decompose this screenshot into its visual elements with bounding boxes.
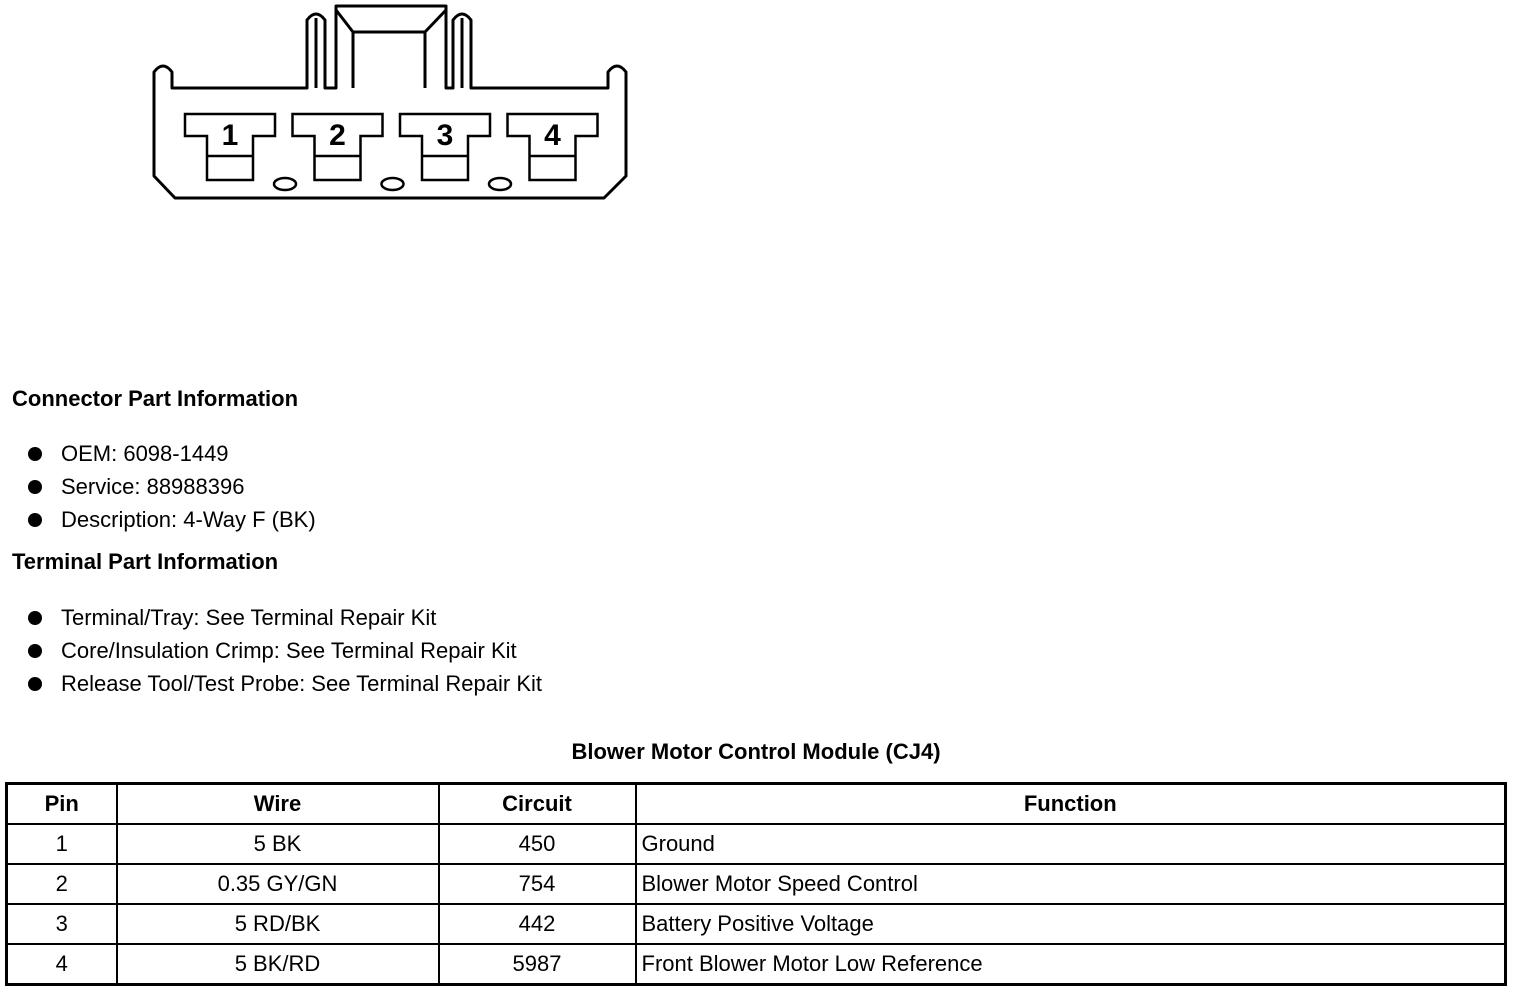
connector-housing-outline xyxy=(152,4,628,200)
table-row: 2 0.35 GY/GN 754 Blower Motor Speed Cont… xyxy=(5,863,1507,905)
terminal-cavity xyxy=(506,112,599,182)
bullet-icon xyxy=(28,513,42,527)
cell-wire: 5 RD/BK xyxy=(115,903,440,945)
polarization-key xyxy=(272,176,298,192)
list-item: OEM: 6098-1449 xyxy=(28,437,316,470)
cell-circuit: 5987 xyxy=(437,943,637,986)
bullet-icon xyxy=(28,644,42,658)
terminal-part-information-list: Terminal/Tray: See Terminal Repair Kit C… xyxy=(28,601,542,700)
connector-face-diagram: 1 2 3 4 xyxy=(152,4,628,200)
terminal-part-information-heading: Terminal Part Information xyxy=(12,549,279,574)
cell-function: Front Blower Motor Low Reference xyxy=(634,943,1507,986)
terminal-cavity xyxy=(183,112,277,182)
list-item: Service: 88988396 xyxy=(28,470,316,503)
table-row: 4 5 BK/RD 5987 Front Blower Motor Low Re… xyxy=(5,943,1507,986)
cell-circuit: 450 xyxy=(437,823,637,865)
cell-wire: 5 BK xyxy=(115,823,440,865)
connector-part-information-heading: Connector Part Information xyxy=(12,386,299,411)
column-header-wire: Wire xyxy=(115,782,440,825)
pin-number-label: 3 xyxy=(437,119,454,152)
cell-wire: 5 BK/RD xyxy=(115,943,440,986)
table-header-row: Pin Wire Circuit Function xyxy=(5,782,1507,825)
connector-latch xyxy=(351,30,427,88)
table-row: 3 5 RD/BK 442 Battery Positive Voltage xyxy=(5,903,1507,945)
cell-function: Blower Motor Speed Control xyxy=(634,863,1507,905)
cell-pin: 2 xyxy=(5,863,118,905)
list-item: Core/Insulation Crimp: See Terminal Repa… xyxy=(28,634,542,667)
pinout-table-title: Blower Motor Control Module (CJ4) xyxy=(571,739,941,764)
polarization-key xyxy=(487,176,513,192)
terminal-cavity xyxy=(291,112,384,182)
cell-pin: 4 xyxy=(5,943,118,986)
cell-wire: 0.35 GY/GN xyxy=(115,863,440,905)
list-item: Description: 4-Way F (BK) xyxy=(28,503,316,536)
list-item: Release Tool/Test Probe: See Terminal Re… xyxy=(28,667,542,700)
connector-part-information-list: OEM: 6098-1449 Service: 88988396 Descrip… xyxy=(28,437,316,536)
terminal-cavity xyxy=(398,112,492,182)
bullet-icon xyxy=(28,611,42,625)
cell-circuit: 442 xyxy=(437,903,637,945)
pin-number-label: 4 xyxy=(544,119,561,152)
bullet-icon xyxy=(28,677,42,691)
polarization-key xyxy=(380,176,405,192)
cell-circuit: 754 xyxy=(437,863,637,905)
bullet-icon xyxy=(28,480,42,494)
pin-number-label: 1 xyxy=(222,119,239,152)
connector-latch-bevel xyxy=(334,8,448,34)
cell-pin: 1 xyxy=(5,823,118,865)
cell-pin: 3 xyxy=(5,903,118,945)
pinout-table: Pin Wire Circuit Function 1 5 BK 450 Gro… xyxy=(5,782,1507,986)
pin-number-label: 2 xyxy=(329,119,346,152)
list-item: Terminal/Tray: See Terminal Repair Kit xyxy=(28,601,542,634)
column-header-function: Function xyxy=(634,782,1507,825)
cell-function: Battery Positive Voltage xyxy=(634,903,1507,945)
column-header-pin: Pin xyxy=(5,782,118,825)
bullet-icon xyxy=(28,447,42,461)
cell-function: Ground xyxy=(634,823,1507,865)
table-row: 1 5 BK 450 Ground xyxy=(5,823,1507,865)
column-header-circuit: Circuit xyxy=(437,782,637,825)
